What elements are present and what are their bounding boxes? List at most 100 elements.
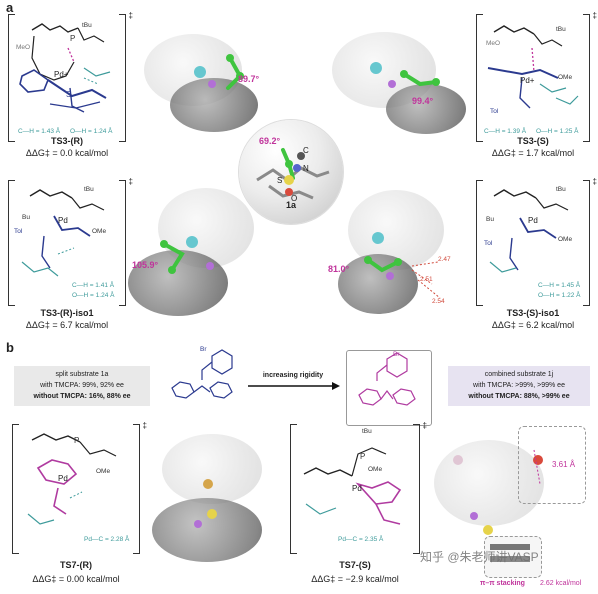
ts3-r-skeleton — [19, 23, 111, 113]
pd-label-si: Pd — [528, 216, 538, 225]
split-substrate-structure — [171, 349, 233, 399]
ts7-r-highlight — [194, 479, 217, 528]
tol-label-s: Tol — [490, 108, 499, 115]
ts3-s-iso1-angle: 81.0° — [328, 264, 350, 274]
pd-label-ri: Pd — [58, 216, 68, 225]
ome-label-si: OMe — [558, 236, 573, 243]
stacking-energy: 2.62 kcal/mol — [540, 580, 582, 587]
ts7-r-dist: Pd—C = 2.28 Å — [84, 536, 130, 543]
ts3-r-angle: 89.7° — [238, 74, 260, 84]
ts7-r-energy: ΔΔG‡ = 0.00 kcal/mol — [32, 574, 120, 584]
atom-c-label: C — [303, 146, 309, 155]
tbu-label-t7s: tBu — [362, 428, 372, 435]
contact-2: 2.51 — [420, 276, 433, 283]
ts3-s-caption: TS3-(S) — [517, 136, 549, 146]
ts3-s-highlight — [370, 62, 440, 88]
substrate-1a-label: 1a — [285, 200, 296, 210]
center-angle: 69.2° — [259, 136, 281, 146]
ts3-s-iso1-model: 81.0° 2.47 2.51 2.54 — [328, 180, 468, 320]
ts3-s-structure: ‡ MeO OMe tBu Pd+ Tol C—H = 1.39 Å O—H =… — [476, 11, 597, 142]
bu-label-si: Bu — [486, 216, 494, 223]
pd-label: Pd+ — [54, 70, 69, 79]
ome-label-t7s: OMe — [368, 466, 383, 473]
ts3-r-iso1-dist-oh: O—H = 1.24 Å — [72, 292, 115, 299]
ts7-r-structure: ‡ P OMe Pd Pd—C = 2.28 Å — [12, 421, 147, 554]
ts7-r-model — [148, 424, 278, 574]
split-title: split substrate 1a — [55, 371, 109, 378]
pd-label-t7s: Pd — [352, 484, 362, 493]
ts3-r-iso1-energy: ΔΔG‡ = 6.7 kcal/mol — [25, 320, 109, 330]
ts7-s-model: 3.61 Å π–π stacking 2.62 kcal/mol — [428, 420, 594, 588]
br-label-combined: Br — [393, 351, 400, 358]
rigidity-arrow-label: increasing rigidity — [262, 372, 324, 379]
ts7-s-structure: ‡ tBu P OMe Pd Pd—C = 2.35 Å — [290, 421, 427, 554]
ts3-r-iso1-angle: 105.9° — [132, 260, 159, 270]
bu-label-ri: Bu — [22, 214, 30, 221]
atom-o-label: O — [291, 194, 298, 203]
ts3-r-iso1-model: 105.9° — [128, 180, 268, 320]
combined-substrate-box: combined substrate 1j with TMCPA: >99%, … — [448, 366, 590, 406]
ts3-s-iso1-highlight — [364, 232, 441, 299]
combined-substrate-structure: Br — [346, 350, 432, 426]
watermark: 知乎 @朱老师讲VASP — [420, 550, 539, 564]
ts3-r-caption: TS3-(R) — [51, 136, 83, 146]
panel-label-b: b — [6, 340, 14, 355]
ts3-s-dist-oh: O—H = 1.25 Å — [536, 128, 579, 135]
ts3-r-dist-ch: C—H = 1.43 Å — [18, 128, 61, 135]
ts3-s-dist-ch: C—H = 1.39 Å — [484, 128, 527, 135]
ts3-s-energy: ΔΔG‡ = 1.7 kcal/mol — [491, 148, 575, 158]
substrate-1a-model — [256, 148, 330, 200]
split-substrate-box: split substrate 1a with TMCPA: 99%, 92% … — [14, 366, 150, 406]
atom-n-label: N — [303, 164, 309, 173]
ts3-s-model: 99.4° — [326, 14, 466, 139]
ome-label-ri: OMe — [92, 228, 107, 235]
ts7-s-caption: TS7-(S) — [339, 560, 371, 570]
substrate-1a-sphere: 69.2° C N S O — [239, 120, 343, 224]
ts3-r-iso1-dist-ch: C—H = 1.41 Å — [72, 282, 115, 289]
rigidity-arrow: increasing rigidity — [246, 372, 340, 392]
inset-distance — [518, 426, 586, 504]
s-label: S — [66, 90, 72, 99]
ts7-r-skeleton — [27, 433, 117, 525]
panel-label-a: a — [6, 0, 14, 15]
ts3-r-model: 89.7° — [130, 14, 270, 139]
ts3-r-highlight — [194, 54, 244, 90]
combined-title: combined substrate 1j — [484, 371, 554, 378]
inset-distance-label: 3.61 Å — [552, 460, 576, 469]
meo-label: MeO — [16, 44, 31, 51]
ts3-r-iso1-highlight — [160, 236, 214, 274]
atom-s-label: S — [277, 176, 283, 185]
ome-label-s: OMe — [558, 74, 573, 81]
ts3-s-iso1-energy: ΔΔG‡ = 6.2 kcal/mol — [491, 320, 575, 330]
ts7-s-dist: Pd—C = 2.35 Å — [338, 536, 384, 543]
ts7-s-energy: ΔΔG‡ = −2.9 kcal/mol — [311, 574, 399, 584]
ts3-r-iso1-structure: ‡ Bu Tol tBu OMe Pd C—H = 1.41 Å O—H = 1… — [8, 177, 133, 306]
ome-label-t7r: OMe — [96, 468, 111, 475]
p-label-t7r: P — [74, 436, 80, 445]
combined-line2: without TMCPA: 88%, >99% ee — [468, 393, 570, 400]
ts3-s-angle: 99.4° — [412, 96, 434, 106]
meo-label-s: MeO — [486, 40, 501, 47]
contact-3: 2.54 — [432, 298, 445, 305]
tol-label-si: Tol — [484, 240, 493, 247]
tbu-label-s: tBu — [556, 26, 566, 33]
ts3-s-iso1-skeleton — [489, 189, 569, 273]
split-line1: with TMCPA: 99%, 92% ee — [40, 382, 124, 389]
tbu-label: tBu — [82, 22, 92, 29]
split-line2: without TMCPA: 16%, 88% ee — [33, 393, 131, 400]
ts7-s-highlight — [453, 449, 543, 562]
contact-1: 2.47 — [438, 256, 451, 263]
ts3-r-iso1-skeleton — [21, 189, 105, 277]
ts3-s-iso1-dist-ch: C—H = 1.45 Å — [538, 282, 581, 289]
tbu-label-ri: tBu — [84, 186, 94, 193]
pd-label-t7r: Pd — [58, 474, 68, 483]
ts3-s-skeleton — [487, 25, 579, 109]
ts7-s-skeleton — [303, 447, 402, 525]
tbu-label-si: tBu — [556, 186, 566, 193]
ts3-r-iso1-caption: TS3-(R)-iso1 — [40, 308, 94, 318]
ts3-s-iso1-caption: TS3-(S)-iso1 — [506, 308, 560, 318]
stacking-label: π–π stacking — [480, 580, 525, 587]
combined-line1: with TMCPA: >99%, >99% ee — [473, 382, 565, 389]
ts3-s-iso1-structure: ‡ Bu Tol tBu OMe Pd C—H = 1.45 Å O—H = 1… — [476, 177, 597, 306]
